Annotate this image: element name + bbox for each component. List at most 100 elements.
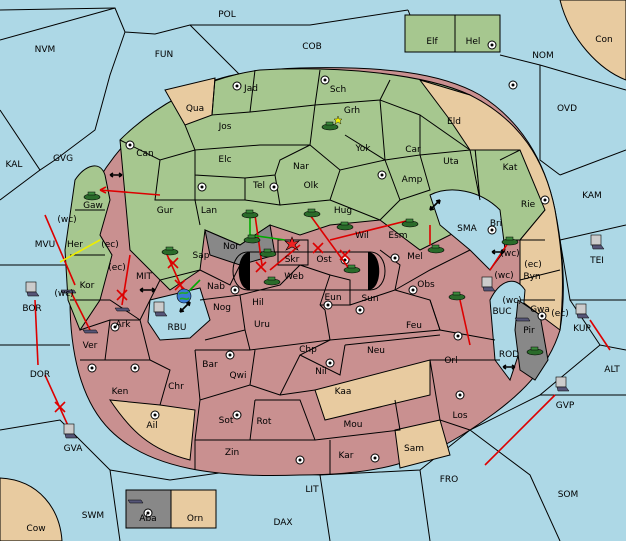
province-label-elc: Elc <box>218 155 231 165</box>
sea-label-cob: COB <box>302 42 322 52</box>
sea-label-sma: SMA <box>457 224 477 234</box>
province-label-bar: Bar <box>202 360 218 370</box>
coast-label: (wc) <box>57 215 76 225</box>
province-label-orn: Orn <box>187 514 203 524</box>
double-arrow-icon <box>429 199 441 211</box>
province-label-jad: Jad <box>243 84 258 94</box>
cross-out-icon <box>54 401 66 413</box>
double-arrow-icon <box>179 301 191 313</box>
province-label-jos: Jos <box>218 122 232 132</box>
tunnel-outline <box>232 251 386 291</box>
armies <box>83 121 544 356</box>
army-icon <box>343 264 361 274</box>
sea-label-con: Con <box>595 35 613 45</box>
province-label-eld: Eld <box>447 117 461 127</box>
sea-label-gva: GVA <box>64 444 84 454</box>
supply-center-icon <box>110 322 120 332</box>
province-label-nog: Nog <box>213 303 231 313</box>
supply-center-icon <box>295 455 305 465</box>
sea-label-rbu: RBU <box>167 323 186 333</box>
sea-label-alt: ALT <box>604 365 620 375</box>
province-label-esm: Esm <box>388 231 407 241</box>
province-label-grh: Grh <box>344 106 360 116</box>
fleet-icon <box>481 276 496 292</box>
province-label-nab: Nab <box>207 282 225 292</box>
supply-center-icon <box>487 40 497 50</box>
province-label-ail: Ail <box>146 421 157 431</box>
sea-label-kal: KAL <box>6 160 23 170</box>
sea-label-fun: FUN <box>155 50 174 60</box>
sea-label-mvu: MVU <box>35 240 56 250</box>
province-label-skr: Skr <box>285 255 300 265</box>
supply-center-icon <box>508 80 518 90</box>
fleets <box>25 234 605 504</box>
coast-label: (wc) <box>500 249 519 259</box>
sea-label-tei: TEI <box>589 256 604 266</box>
coast-label: (ec) <box>108 263 126 273</box>
sea-rbu[interactable] <box>147 287 211 341</box>
province-elf[interactable] <box>404 14 456 53</box>
army-icon <box>241 209 259 219</box>
double-arrow-icon <box>502 364 516 370</box>
province-label-uru: Uru <box>254 320 270 330</box>
supply-center-icon <box>225 350 235 360</box>
supply-center-icon <box>487 225 497 235</box>
province-label-uta: Uta <box>443 157 459 167</box>
supply-center-icon <box>143 508 153 518</box>
region-tan-east <box>418 79 563 331</box>
orders <box>34 186 611 466</box>
sea-buc-inlet[interactable] <box>489 280 526 382</box>
province-label-chr: Chr <box>168 382 184 392</box>
province-sam[interactable] <box>394 419 451 469</box>
province-label-olk: Olk <box>304 181 320 191</box>
double-arrow-icon <box>491 249 505 255</box>
province-label-nil: Nil <box>315 367 327 377</box>
province-orn[interactable] <box>170 489 217 529</box>
supply-center-icon <box>125 140 135 150</box>
province-label-orl: Orl <box>444 356 457 366</box>
province-label-ver: Ver <box>83 341 98 351</box>
province-label-can: Can <box>136 149 154 159</box>
army-icon <box>259 248 277 258</box>
province-ail[interactable] <box>108 399 196 461</box>
province-label-zin: Zin <box>225 448 239 458</box>
supply-center-icon <box>325 358 335 368</box>
army-icon <box>321 121 339 131</box>
province-label-mou: Mou <box>344 420 363 430</box>
province-label-ost: Ost <box>316 255 332 265</box>
cross-out-icon <box>174 279 186 291</box>
supply-center-icon <box>320 75 330 85</box>
sea-label-nom: NOM <box>532 51 554 61</box>
sea-sma[interactable] <box>429 189 506 271</box>
province-kaa[interactable] <box>314 359 431 421</box>
adjacency-markers <box>109 172 516 370</box>
fleet-icon <box>127 499 144 504</box>
army-icon <box>501 236 519 246</box>
cross-out-icon <box>116 289 128 301</box>
army-icon <box>526 346 544 356</box>
province-label-sap: Sap <box>193 251 210 261</box>
province-label-rie: Rie <box>521 200 536 210</box>
army-icon <box>401 218 419 228</box>
sea-label-nvm: NVM <box>35 45 56 55</box>
province-label-hil: Hil <box>252 298 264 308</box>
supply-center-icon <box>197 182 207 192</box>
sea-label-pol: POL <box>218 10 236 20</box>
province-label-chp: Chp <box>299 345 317 355</box>
province-label-neu: Neu <box>367 346 385 356</box>
sea-label-gvp: GVP <box>556 401 575 411</box>
supply-center-icon <box>130 363 140 373</box>
sea-label-rod: ROD <box>499 350 519 360</box>
province-label-her: Her <box>67 240 83 250</box>
army-icon <box>448 291 466 301</box>
army-icon <box>83 191 101 201</box>
tunnel-east <box>368 252 380 290</box>
province-label-gaw: Gaw <box>83 201 103 211</box>
star-icon <box>333 115 343 125</box>
army-icon <box>303 208 321 218</box>
double-arrow-icon <box>109 172 123 178</box>
fleet-icon <box>514 317 531 322</box>
sea-label-buc: BUC <box>492 307 511 317</box>
province-label-sun: Sun <box>361 294 378 304</box>
